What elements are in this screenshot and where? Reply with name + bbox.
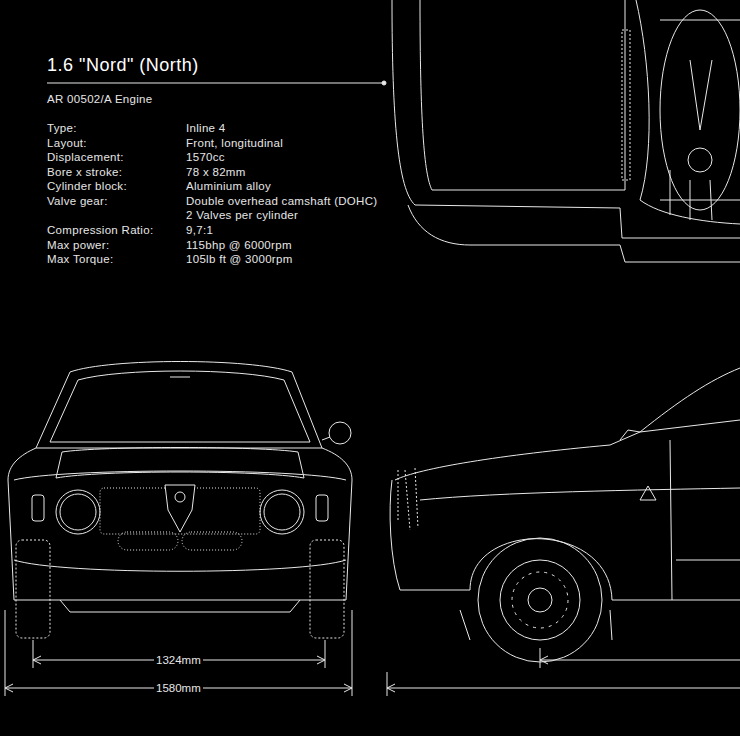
- spec-value: Inline 4: [186, 122, 225, 134]
- spec-name: Compression Ratio:: [47, 224, 153, 236]
- front-view: [8, 362, 352, 639]
- spec-value: 9,7:1: [186, 224, 213, 236]
- dimension-lines: [5, 610, 740, 696]
- spec-value: Double overhead camshaft (DOHC): [186, 195, 377, 207]
- dimension-text: 1324mm: [154, 654, 203, 666]
- top-view: [392, 0, 740, 262]
- spec-name: Max Torque:: [47, 253, 113, 265]
- dimension-text: 1580mm: [154, 682, 203, 694]
- spec-value: AR 00502/A Engine: [47, 93, 152, 105]
- spec-name: Valve gear:: [47, 195, 108, 207]
- spec-value: 78 x 82mm: [186, 166, 246, 178]
- spec-name: Max power:: [47, 239, 109, 251]
- spec-value: 105lb ft @ 3000rpm: [186, 253, 293, 265]
- spec-value: 1570cc: [186, 151, 225, 163]
- spec-value: 2 Valves per cylinder: [186, 209, 298, 221]
- spec-name: Layout:: [47, 137, 87, 149]
- spec-name: Displacement:: [47, 151, 124, 163]
- spec-name: Cylinder block:: [47, 180, 127, 192]
- side-view: [390, 368, 740, 662]
- title: 1.6 "Nord" (North): [47, 55, 199, 76]
- spec-value: Aluminium alloy: [186, 180, 271, 192]
- spec-value: Front, longitudinal: [186, 137, 283, 149]
- spec-value: 115bhp @ 6000rpm: [186, 239, 292, 251]
- spec-name: Bore x stroke:: [47, 166, 122, 178]
- spec-name: Type:: [47, 122, 77, 134]
